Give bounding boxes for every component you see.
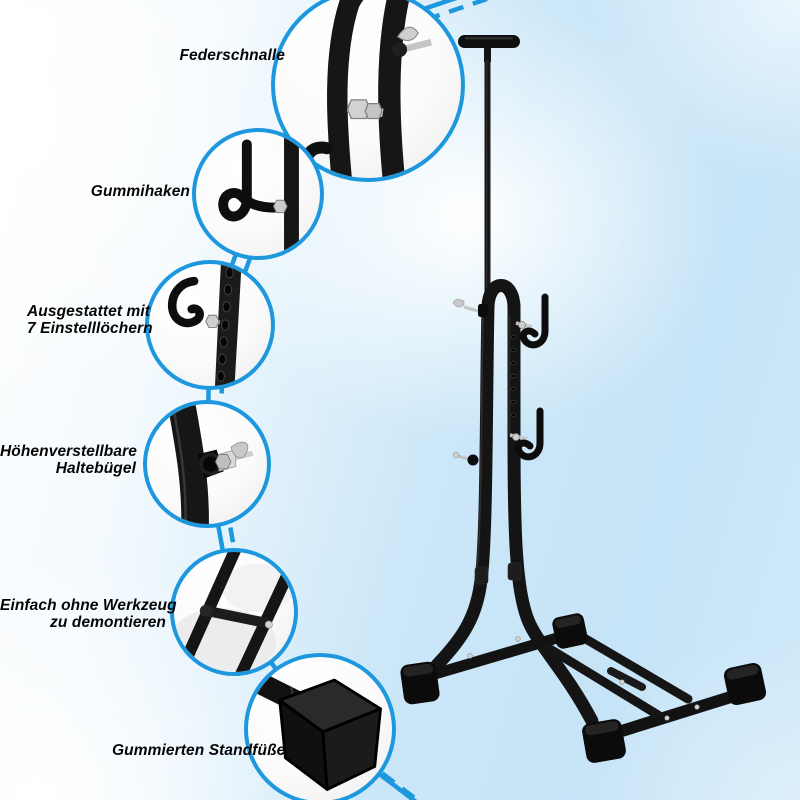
label-line: Ausgestattet mit: [27, 303, 151, 320]
lower-hook: [509, 407, 544, 461]
rubber-feet: [400, 613, 767, 763]
callout-circle-haltebuegel: [143, 400, 271, 528]
brace-crossbar: [607, 667, 646, 691]
telescopic-pole: [484, 60, 491, 306]
label-line: Gummierten Standfüße: [112, 742, 286, 759]
adjustment-holes: [511, 334, 516, 418]
label-line: Haltebügel: [55, 460, 136, 477]
wing-bolt-clamp-detail: [167, 404, 254, 524]
brace-tube-2: [574, 630, 693, 704]
callout-circle-standfuesse: [244, 653, 396, 800]
left-tube-sheen: [475, 314, 484, 578]
label-gummihaken: Gummihaken: [40, 183, 190, 200]
bike-stand-photo: [400, 35, 767, 763]
rear-rail: [412, 627, 580, 685]
upper-hook: [515, 293, 549, 349]
label-line: Höhenverstellbare: [0, 443, 137, 460]
pole-sheen: [486, 60, 488, 306]
label-line: Federschnalle: [179, 47, 285, 64]
label-line: 7 Einstelllöchern: [27, 320, 153, 337]
tool-free-frame-detail: [174, 552, 294, 672]
left-sleeve-joint: [474, 566, 489, 585]
label-line: Einfach ohne Werkzeug: [0, 597, 177, 614]
brace-tube-1: [545, 644, 663, 720]
label-line: Gummihaken: [90, 183, 190, 200]
right-upright-tube: [507, 299, 599, 728]
right-sleeve-joint: [507, 562, 522, 581]
callout-circle-demontage: [170, 548, 298, 676]
left-upright-tube: [430, 299, 495, 672]
adjustment-holes-detail: [167, 264, 242, 386]
callout-circle-einstellloecher: [145, 260, 275, 390]
rubber-foot-detail: [248, 670, 382, 791]
t-handle: [458, 35, 520, 62]
label-standfuesse: Gummierten Standfüße: [112, 742, 332, 759]
label-einstellloecher: Ausgestattet mit 7 Einstelllöchern: [27, 303, 197, 337]
rubber-hook-detail: [218, 132, 299, 256]
callout-circle-gummihaken: [192, 128, 324, 260]
label-demontage: Einfach ohne Werkzeug zu demontieren: [0, 597, 177, 631]
label-federschnalle: Federschnalle: [135, 47, 285, 64]
base-bolts: [467, 636, 700, 721]
label-line: zu demontieren: [50, 614, 166, 631]
label-haltebuegel: Höhenverstellbare Haltebügel: [0, 443, 137, 477]
callout-circle-federschnalle: [271, 0, 465, 182]
height-clamp-knob: [452, 451, 479, 466]
arch-wing-clamp: [452, 299, 488, 317]
